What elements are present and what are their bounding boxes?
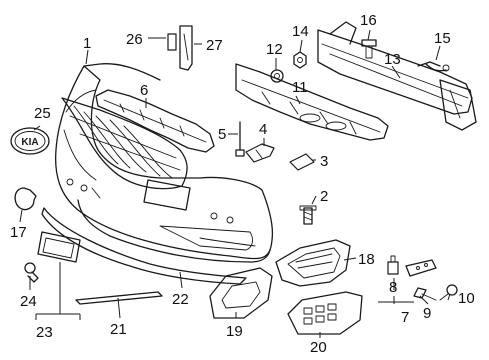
callout-14: 14 bbox=[292, 23, 309, 40]
trim-strip-21 bbox=[75, 291, 163, 305]
emblem-text: KIA bbox=[21, 137, 38, 148]
bracket-7 bbox=[405, 259, 437, 277]
callout-10: 10 bbox=[458, 290, 475, 307]
callout-8: 8 bbox=[389, 279, 397, 296]
callout-7: 7 bbox=[401, 309, 409, 326]
callout-26: 26 bbox=[126, 31, 143, 48]
clip-3 bbox=[289, 153, 315, 171]
bumper-cover bbox=[54, 63, 274, 263]
callout-11: 11 bbox=[292, 79, 308, 96]
callout-4: 4 bbox=[259, 121, 267, 138]
callout-20: 20 bbox=[310, 339, 327, 356]
energy-absorber bbox=[235, 63, 389, 141]
screw-24 bbox=[24, 262, 39, 283]
kia-emblem: KIA bbox=[10, 127, 50, 155]
cap-17 bbox=[14, 187, 37, 211]
callout-6: 6 bbox=[140, 82, 148, 99]
callout-23: 23 bbox=[36, 324, 53, 341]
bolt-2 bbox=[299, 205, 317, 225]
callout-24: 24 bbox=[20, 293, 37, 310]
callout-2: 2 bbox=[320, 188, 328, 205]
leader-lines bbox=[19, 29, 451, 338]
upper-bracket bbox=[95, 89, 215, 153]
bolt-16 bbox=[361, 39, 377, 59]
plate-bracket-23 bbox=[37, 231, 81, 263]
lower-bezel-19 bbox=[209, 267, 273, 319]
lower-lip-22 bbox=[41, 207, 247, 285]
callout-17: 17 bbox=[10, 224, 27, 241]
callout-19: 19 bbox=[226, 323, 243, 340]
callout-15: 15 bbox=[434, 30, 451, 47]
callout-labels: 1 2 3 4 5 6 7 8 9 10 11 12 13 14 15 16 1… bbox=[10, 12, 475, 356]
tow-hook-15 bbox=[417, 61, 450, 72]
lower-grille-20 bbox=[287, 291, 363, 335]
reinforcement-beam bbox=[317, 21, 477, 131]
callout-1: 1 bbox=[83, 35, 91, 52]
callout-27: 27 bbox=[206, 37, 223, 54]
fog-lamp-bezel-18 bbox=[275, 239, 351, 287]
clip-8 bbox=[387, 255, 399, 275]
callout-9: 9 bbox=[423, 305, 431, 322]
callout-18: 18 bbox=[358, 251, 375, 268]
bracket-4 bbox=[245, 143, 275, 163]
callout-21: 21 bbox=[110, 321, 127, 338]
nut-14 bbox=[293, 51, 307, 69]
washer-12 bbox=[270, 69, 284, 83]
callout-22: 22 bbox=[172, 291, 189, 308]
callout-5: 5 bbox=[218, 126, 226, 143]
screw-5 bbox=[235, 121, 245, 157]
callout-3: 3 bbox=[320, 153, 328, 170]
callout-25: 25 bbox=[34, 105, 51, 122]
callout-12: 12 bbox=[266, 41, 283, 58]
bolt-9 bbox=[413, 287, 437, 301]
bracket-26-27 bbox=[167, 25, 193, 71]
callout-16: 16 bbox=[360, 12, 377, 29]
callout-13: 13 bbox=[384, 51, 401, 68]
bolt-10 bbox=[439, 284, 458, 301]
